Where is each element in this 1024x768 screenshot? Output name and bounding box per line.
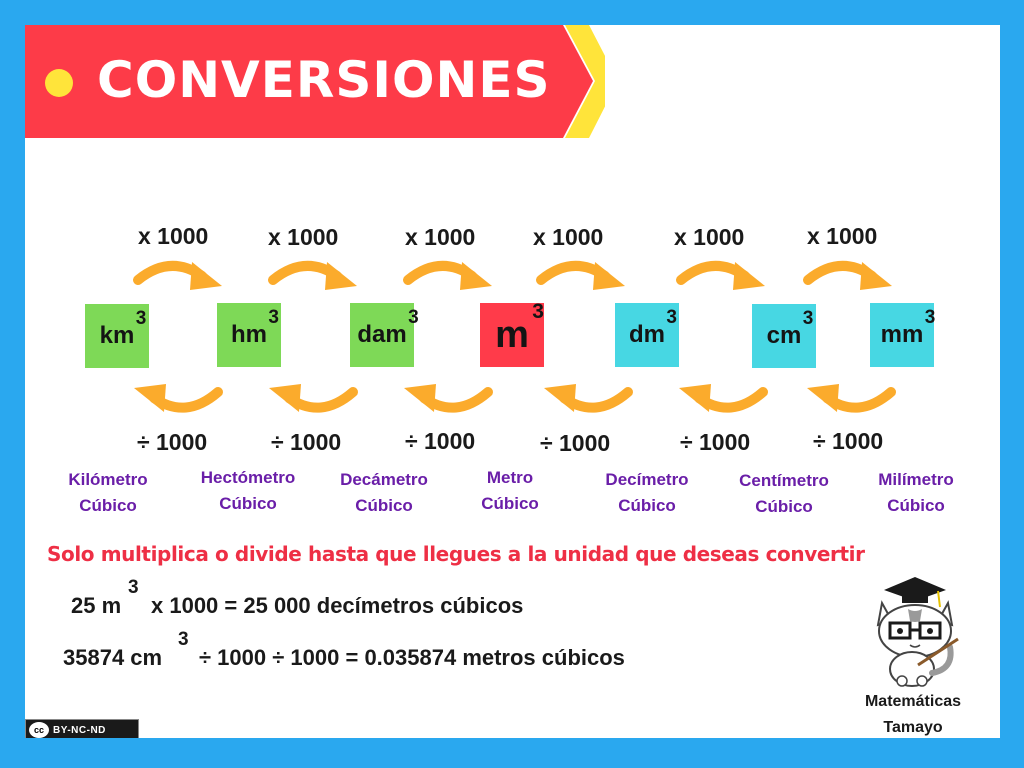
arrow-right-icon: [403, 260, 492, 290]
instruction-text: Solo multiplica o divide hasta que llegu…: [47, 542, 865, 566]
license-badge[interactable]: cc BY-NC-ND: [25, 719, 139, 738]
multiply-label: x 1000: [138, 223, 209, 249]
arrow-right-icon: [133, 260, 222, 290]
arrow-left-icon: [269, 384, 358, 413]
arrow-right-icon: [803, 260, 892, 290]
example-equation-1-base: 25 m: [71, 593, 122, 618]
arrow-left-icon: [544, 384, 633, 413]
divide-label: ÷ 1000: [813, 428, 884, 454]
poster-card: CONVERSIONES x 1000 x 1000 x 1000 x 1000…: [25, 25, 1000, 738]
license-text: BY-NC-ND: [53, 724, 106, 736]
arrow-left-icon: [134, 384, 223, 413]
example-equation-2-exponent: 3: [178, 629, 189, 650]
creative-commons-icon: cc: [29, 722, 49, 738]
divide-label: ÷ 1000: [680, 429, 751, 455]
title-banner: [25, 25, 605, 138]
multiply-label: x 1000: [405, 224, 476, 250]
example-equation-2-base: 35874 cm: [63, 645, 163, 670]
cat-mascot-icon: [876, 577, 959, 687]
arrow-right-icon: [536, 260, 625, 290]
multiply-label: x 1000: [533, 224, 604, 250]
multiply-label: x 1000: [268, 224, 339, 250]
multiply-label: x 1000: [674, 224, 745, 250]
example-equation-2-rest: ÷ 1000 ÷ 1000 = 0.035874 metros cúbicos: [199, 645, 625, 670]
divide-label: ÷ 1000: [540, 430, 611, 456]
arrow-right-icon: [268, 260, 357, 290]
arrow-left-icon: [679, 384, 768, 413]
example-equation-1-exponent: 3: [128, 577, 139, 598]
arrow-left-icon: [404, 384, 493, 413]
multiply-label: x 1000: [807, 223, 878, 249]
divide-label: ÷ 1000: [137, 429, 208, 455]
page-title: CONVERSIONES: [97, 51, 551, 109]
example-equation-1-rest: x 1000 = 25 000 decímetros cúbicos: [151, 593, 524, 618]
divide-label: ÷ 1000: [405, 428, 476, 454]
bullet-dot-icon: [45, 69, 73, 97]
arrow-left-icon: [807, 384, 896, 413]
arrow-right-icon: [676, 260, 765, 290]
divide-label: ÷ 1000: [271, 429, 342, 455]
